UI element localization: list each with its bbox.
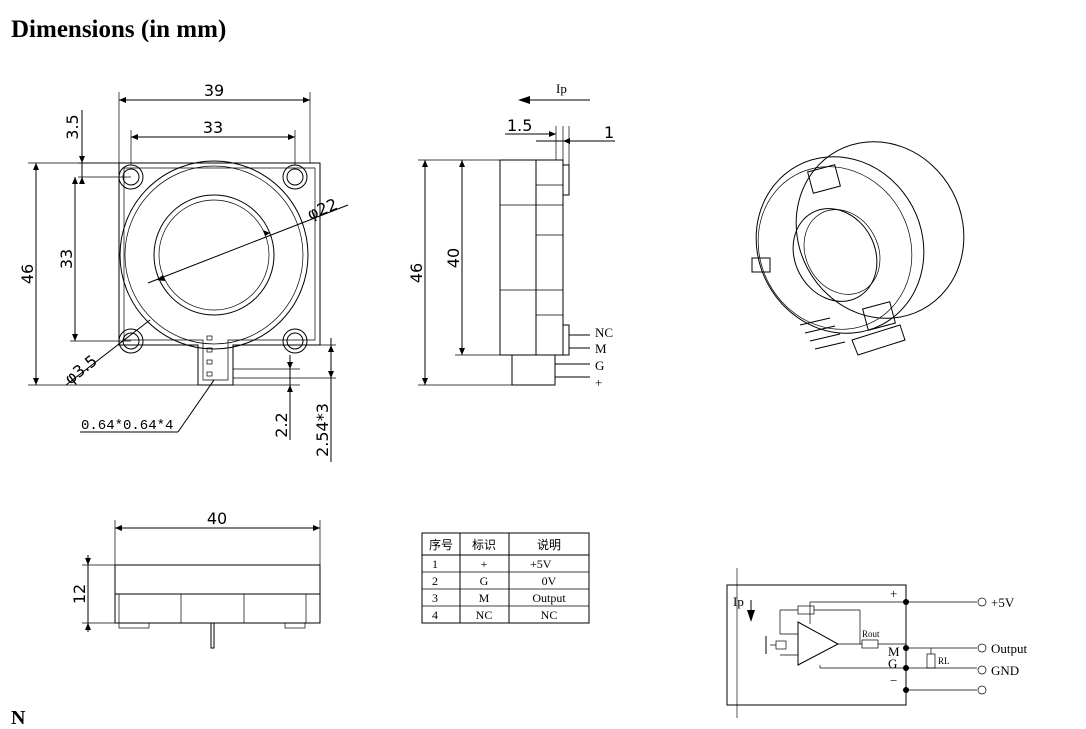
pin-label-g: G: [595, 358, 604, 373]
dim-pin-standoff: 2.2: [272, 412, 291, 437]
bottom-view: 40 12: [70, 509, 321, 649]
pin-table: 序号 标识 说明 1 + +5V 2 G 0V 3 M Output 4 NC …: [421, 532, 590, 624]
mounting-hole-br: [282, 328, 308, 354]
table-cell: NC: [476, 608, 493, 622]
schematic: Ip Rout + M G −: [726, 568, 1028, 718]
table-cell: +5V: [530, 557, 552, 571]
dim-top-offset: 3.5: [63, 114, 82, 139]
schematic-current-label: Ip: [733, 594, 744, 609]
side-view: Ip NC M G + 1.5 1 4: [407, 81, 615, 390]
table-header-no: 序号: [429, 537, 453, 552]
table-cell: Output: [532, 591, 566, 605]
dim-inner-diameter: φ22: [304, 195, 340, 224]
table-cell: 1: [432, 557, 438, 571]
schematic-out-plus5: +5V: [991, 595, 1015, 610]
dim-pin-pitch: 2.54*3: [313, 403, 332, 457]
side-current-label: Ip: [556, 81, 567, 96]
schematic-g-node: G: [888, 656, 897, 671]
dim-side-height-body: 40: [444, 248, 463, 268]
schematic-out-output: Output: [991, 641, 1028, 656]
table-header-mark: 标识: [472, 538, 496, 552]
table-cell: M: [479, 591, 490, 605]
schematic-m-node: M: [888, 644, 900, 659]
pin-label-m: M: [595, 341, 607, 356]
footer-fragment: N: [11, 707, 26, 729]
schematic-out-gnd: GND: [991, 663, 1019, 678]
table-cell: NC: [541, 608, 558, 622]
dim-side-small-left: 1.5: [507, 116, 532, 135]
pin-label-nc: NC: [595, 325, 613, 340]
dim-side-small-right: 1: [604, 123, 614, 142]
schematic-rl-label: RL: [938, 656, 950, 666]
dim-width-total: 39: [204, 81, 224, 100]
schematic-rout-label: Rout: [862, 629, 880, 639]
page-title: Dimensions (in mm): [11, 16, 227, 43]
pin-label-plus: +: [595, 375, 602, 390]
dim-bottom-width: 40: [207, 509, 227, 528]
table-header-desc: 说明: [537, 537, 561, 552]
table-cell: 2: [432, 574, 438, 588]
schematic-plus-node: +: [890, 586, 897, 601]
dim-width-holes: 33: [203, 118, 223, 137]
dim-height-holes: 33: [57, 249, 76, 269]
isometric-view: [751, 141, 965, 356]
dim-side-height-total: 46: [407, 263, 426, 283]
table-cell: 4: [432, 608, 438, 622]
table-cell: G: [480, 574, 489, 588]
schematic-minus-node: −: [890, 673, 897, 688]
dim-height-total: 46: [18, 264, 37, 284]
table-cell: 0V: [542, 574, 557, 588]
dim-bottom-height: 12: [70, 584, 89, 604]
callout-pin-size: 0.64*0.64*4: [81, 418, 173, 434]
front-view: 39 33 3.5 46 33 φ22 φ3.5: [18, 81, 349, 462]
table-cell: +: [481, 557, 488, 571]
dim-hole-diameter: φ3.5: [61, 351, 101, 388]
mounting-hole-tr: [282, 164, 308, 190]
table-cell: 3: [432, 591, 438, 605]
